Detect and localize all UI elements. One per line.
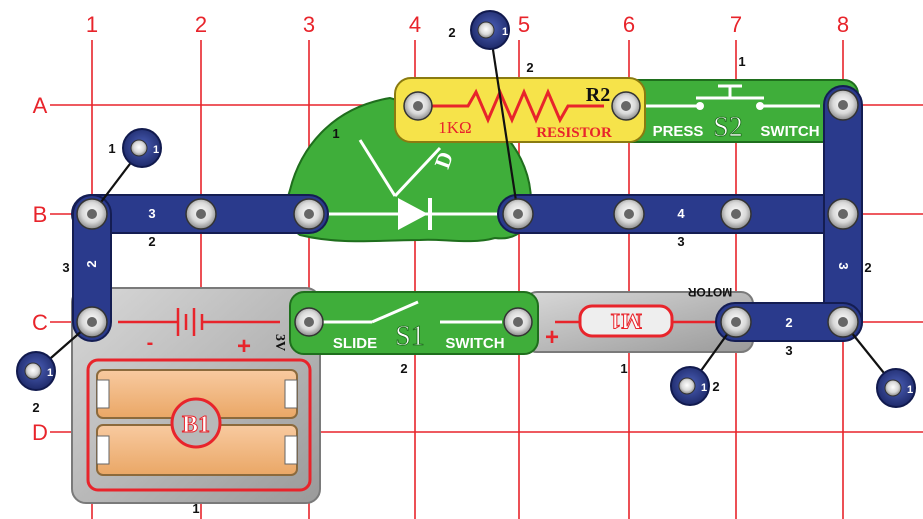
level-wire-b-left: 2 — [148, 234, 155, 249]
level-jumper-top: 2 — [448, 25, 455, 40]
jumper-end-left-upper[interactable]: 1 — [122, 128, 162, 168]
resistor-value: 1KΩ — [438, 118, 471, 137]
level-labels: 2 2 1 1 1 2 3 3 2 3 2 1 2 2 1 — [32, 25, 871, 516]
row-label-d: D — [32, 420, 48, 445]
level-jumper-bottom-mid: 2 — [712, 379, 719, 394]
snap[interactable] — [76, 198, 108, 230]
column-label-2: 2 — [195, 12, 207, 37]
level-slide-switch: 2 — [400, 361, 407, 376]
jumper-end-bottom-right[interactable]: 1 — [876, 368, 916, 408]
jumper-ends: 1 1 1 1 1 — [16, 10, 916, 408]
level-resistor: 2 — [526, 60, 533, 75]
level-press-switch: 1 — [738, 54, 745, 69]
snap[interactable] — [293, 198, 325, 230]
snap[interactable] — [76, 306, 108, 338]
slide-switch-right-label: SWITCH — [445, 335, 504, 352]
column-label-6: 6 — [623, 12, 635, 37]
slide-switch-s1[interactable]: S1 SLIDE SWITCH — [289, 291, 539, 355]
battery-plus: + — [237, 333, 251, 360]
snap[interactable] — [720, 198, 752, 230]
level-motor: 1 — [620, 361, 627, 376]
row-label-a: A — [33, 93, 48, 118]
column-label-5: 5 — [518, 12, 530, 37]
jumper-end-bottom-mid-value: 1 — [701, 382, 707, 394]
battery-name: B1 — [182, 412, 210, 438]
resistor-name: R2 — [586, 84, 610, 106]
press-switch-s2[interactable]: S2 PRESS SWITCH — [599, 79, 859, 143]
jumper-end-left-lower-value: 1 — [47, 367, 53, 379]
column-label-8: 8 — [837, 12, 849, 37]
column-label-3: 3 — [303, 12, 315, 37]
motor-label: MOTOR — [687, 285, 732, 299]
resistor-r2[interactable]: R2 1KΩ RESISTOR — [394, 77, 646, 143]
snap[interactable] — [827, 198, 859, 230]
slide-switch-left-label: SLIDE — [333, 335, 377, 352]
wire-c-right-value: 2 — [785, 315, 792, 330]
press-switch-name: S2 — [713, 112, 743, 143]
wire-b-left-value: 3 — [148, 206, 155, 221]
motor-plus: + — [545, 324, 559, 351]
resistor-label: RESISTOR — [536, 125, 612, 141]
snap[interactable] — [403, 91, 433, 121]
wire-left-vertical[interactable]: 2 — [72, 194, 112, 342]
snap[interactable] — [827, 89, 859, 121]
level-led: 1 — [332, 126, 339, 141]
wire-left-vertical-value: 2 — [84, 260, 99, 267]
press-switch-left-label: PRESS — [653, 123, 704, 140]
row-label-b: B — [33, 202, 48, 227]
level-wire-right-vertical: 2 — [864, 260, 871, 275]
motor-m1[interactable]: M1 MOTOR + — [524, 285, 754, 353]
snap[interactable] — [294, 307, 324, 337]
jumper-end-left-upper-value: 1 — [153, 144, 159, 156]
level-jumper-left-lower: 2 — [32, 400, 39, 415]
jumper-end-bottom-mid[interactable]: 1 — [670, 366, 710, 406]
level-wire-c-right: 3 — [785, 343, 792, 358]
jumper-end-top-value: 1 — [502, 26, 508, 38]
motor-name: M1 — [610, 309, 642, 334]
snap[interactable] — [502, 198, 534, 230]
snap[interactable] — [827, 306, 859, 338]
column-label-1: 1 — [86, 12, 98, 37]
slide-switch-name: S1 — [395, 321, 425, 352]
press-switch-right-label: SWITCH — [760, 123, 819, 140]
jumper-end-top[interactable]: 1 — [470, 10, 510, 50]
level-battery: 1 — [192, 501, 199, 516]
wire-b-right-value: 4 — [677, 206, 685, 221]
column-label-4: 4 — [409, 12, 421, 37]
snap[interactable] — [503, 307, 533, 337]
snaps — [76, 89, 859, 338]
jumper-end-left-lower[interactable]: 1 — [16, 351, 56, 391]
row-label-c: C — [32, 310, 48, 335]
battery-holder-b1[interactable]: B1 - + 3V — [71, 287, 321, 504]
battery-minus: - — [147, 332, 154, 354]
level-jumper-left-upper: 1 — [108, 141, 115, 156]
snap[interactable] — [185, 198, 217, 230]
snap[interactable] — [720, 306, 752, 338]
wire-c-right[interactable]: 2 — [715, 302, 863, 342]
battery-voltage: 3V — [272, 334, 287, 351]
snap[interactable] — [613, 198, 645, 230]
wire-right-vertical-value: 3 — [836, 262, 851, 269]
level-wire-b-right: 3 — [677, 234, 684, 249]
jumper-end-bottom-right-value: 1 — [907, 384, 913, 396]
level-wire-left-vertical: 3 — [62, 260, 69, 275]
column-label-7: 7 — [730, 12, 742, 37]
wire-b-right[interactable]: 4 — [497, 194, 863, 234]
snap[interactable] — [611, 91, 641, 121]
